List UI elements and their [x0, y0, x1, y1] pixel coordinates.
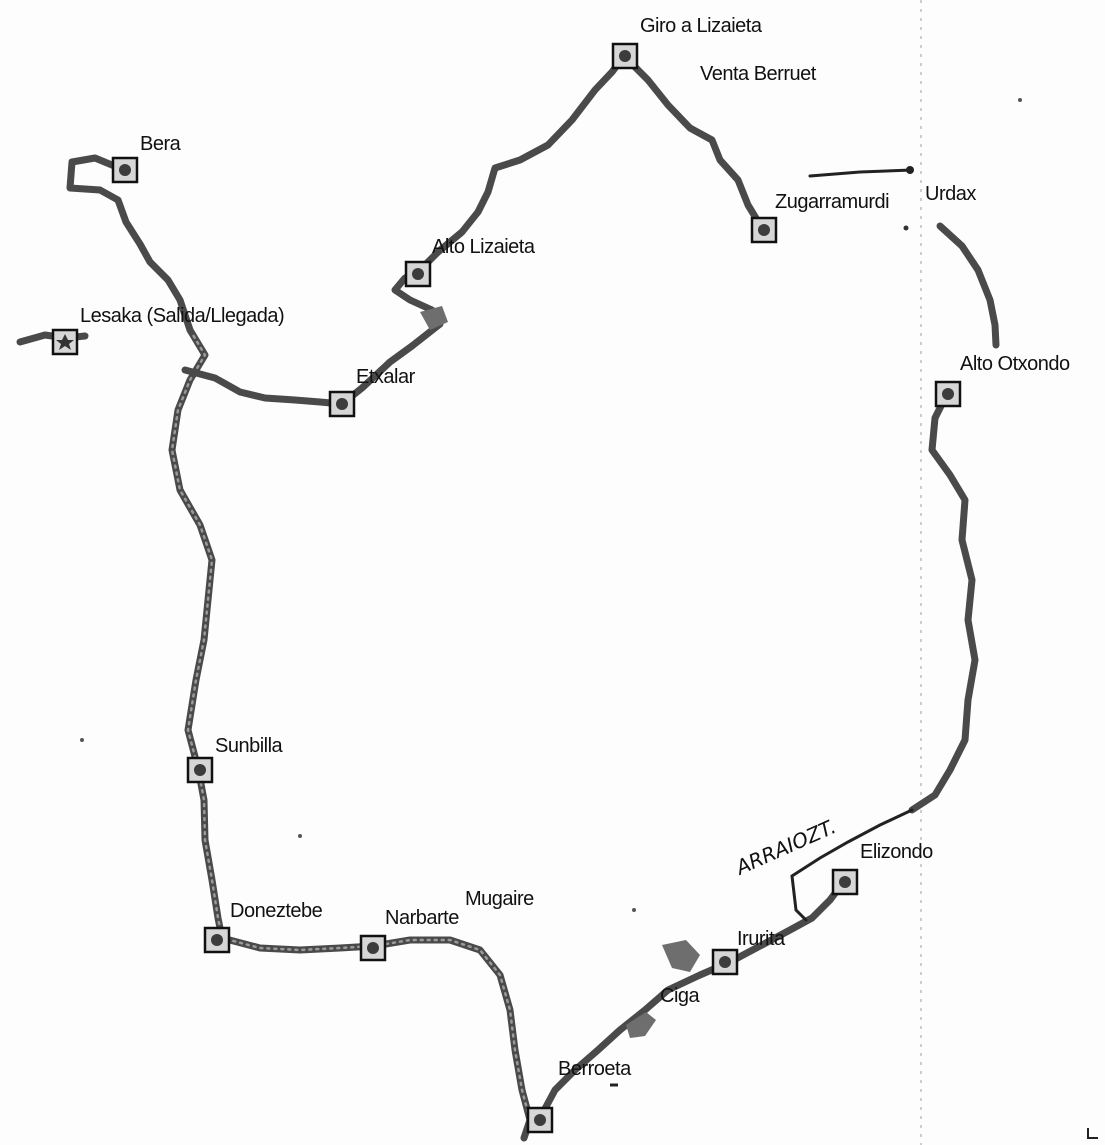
label-mugaire: Mugaire — [465, 888, 534, 910]
scan-speck — [632, 908, 636, 912]
star-marker-icon — [56, 334, 74, 350]
route-line-south-east — [536, 876, 849, 1122]
arraioz-shortcut-line — [790, 808, 914, 922]
marker-alto-otxondo — [934, 380, 962, 408]
map-blotch-lizaieta — [420, 306, 448, 330]
label-ciga: Ciga — [660, 985, 701, 1007]
label-giro-a-lizaieta: Giro a Lizaieta — [640, 15, 763, 37]
route-texture-main — [170, 328, 532, 1122]
marker-elizondo — [831, 868, 859, 896]
marker-etxalar — [328, 390, 356, 418]
route-line-main — [168, 326, 534, 1142]
map-blotch-ciga — [662, 940, 700, 972]
scan-speck — [1018, 98, 1022, 102]
label-etxalar: Etxalar — [356, 366, 416, 388]
label-alto-lizaieta: Alto Lizaieta — [432, 236, 536, 258]
marker-alto-lizaieta — [404, 260, 432, 288]
label-berroeta: Berroeta — [558, 1058, 632, 1080]
handwritten-arraioz-note: ARRAIOZT. — [730, 814, 839, 880]
marker-zugarramurdi — [750, 216, 778, 244]
label-elizondo: Elizondo — [860, 841, 933, 863]
label-urdax: Urdax — [925, 183, 976, 205]
marker-urdax — [906, 166, 914, 174]
route-line-giro — [414, 52, 628, 276]
label-venta-berruet: Venta Berruet — [700, 63, 817, 85]
scan-speck — [298, 834, 302, 838]
scan-speck — [903, 225, 909, 231]
marker-doneztebe — [203, 926, 231, 954]
route-line-bera — [66, 154, 194, 334]
label-zugarramurdi: Zugarramurdi — [775, 191, 889, 213]
marker-irurita — [711, 948, 739, 976]
marker-giro-a-lizaieta — [611, 42, 639, 70]
label-doneztebe: Doneztebe — [230, 900, 323, 922]
marker-sunbilla — [186, 756, 214, 784]
route-line-otxondo-climb — [936, 222, 1000, 349]
marker-bera — [111, 156, 139, 184]
route-line-elizondo — [908, 388, 979, 814]
route-line-zugarramurdi — [620, 52, 766, 232]
label-irurita: Irurita — [737, 928, 786, 950]
label-lesaka: Lesaka (Salida/Llegada) — [80, 305, 284, 327]
label-narbarte: Narbarte — [385, 907, 459, 929]
route-line-urdax — [808, 168, 914, 178]
map-blotch-ciga-south — [626, 1012, 656, 1038]
marker-narbarte — [359, 934, 387, 962]
corner-mark — [1087, 1128, 1098, 1139]
label-alto-otxondo: Alto Otxondo — [960, 353, 1070, 375]
marker-berroeta — [526, 1106, 554, 1134]
route-line-etxalar — [181, 366, 346, 408]
label-sunbilla: Sunbilla — [215, 735, 284, 757]
marker-lesaka-start — [51, 328, 79, 356]
label-bera: Bera — [140, 133, 182, 155]
scan-speck — [80, 738, 84, 742]
